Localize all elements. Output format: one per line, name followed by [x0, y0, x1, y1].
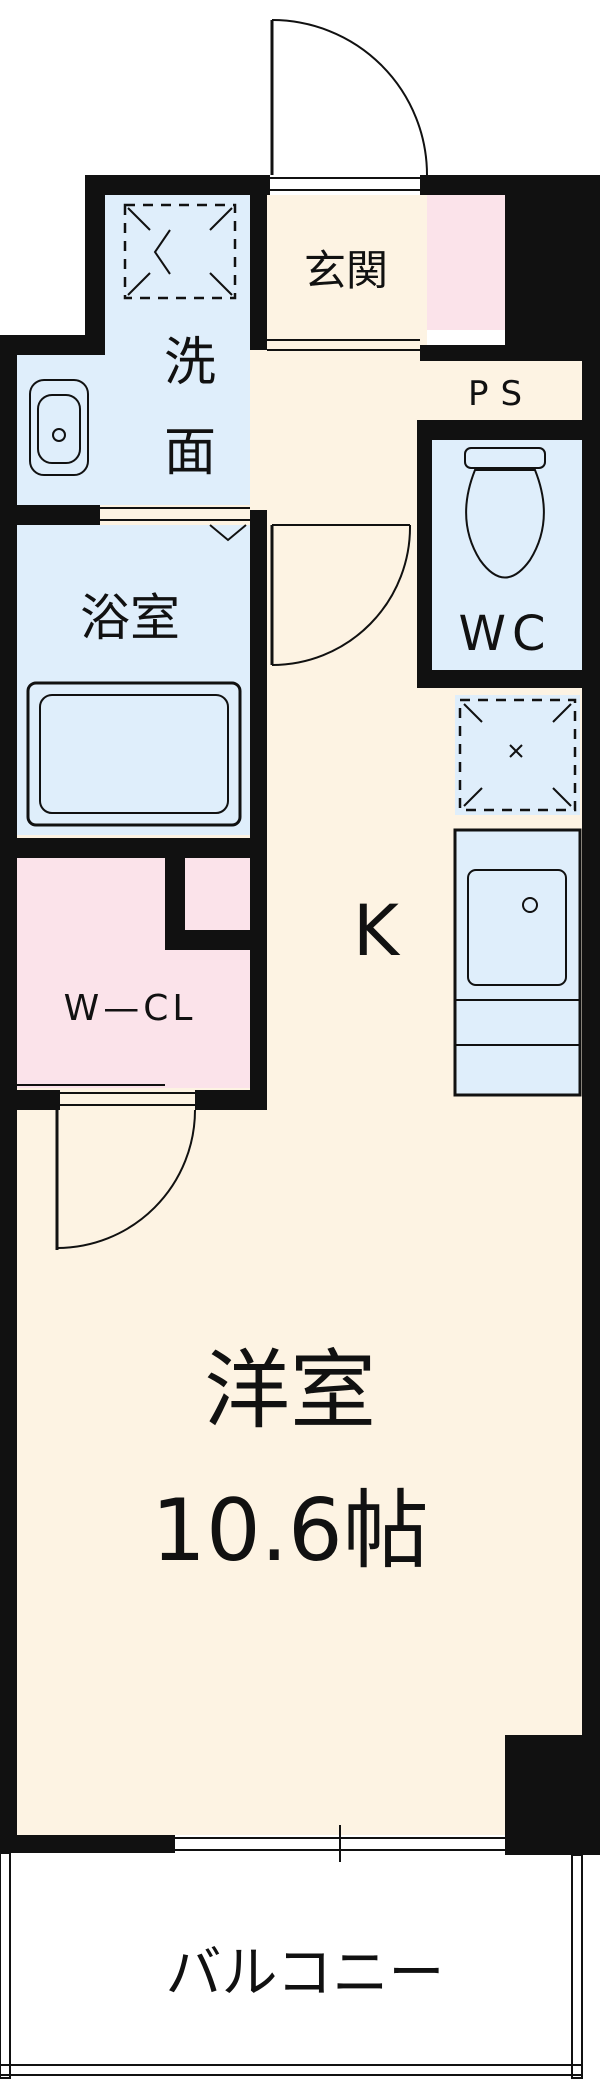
- entrance-pink-area: [427, 195, 507, 330]
- western-room-label: 洋室: [204, 1341, 376, 1441]
- western-room-size: 10.6帖: [151, 1481, 428, 1581]
- wash-basin: [29, 379, 89, 476]
- washroom-floor: [100, 195, 250, 355]
- washroom-door-frame: [100, 507, 250, 521]
- bath-label: 浴室: [80, 589, 180, 647]
- closet-door-frame: [60, 1092, 195, 1106]
- balcony: [0, 1852, 583, 2079]
- closet-floor: [17, 858, 250, 1088]
- closet-label: W—CL: [64, 988, 197, 1029]
- washing-machine-space: [123, 203, 237, 300]
- bath-floor: [17, 525, 250, 835]
- toilet-label: WC: [459, 606, 552, 662]
- balcony-sliding-door: [175, 1825, 505, 1862]
- bathtub: [26, 681, 242, 827]
- entrance-threshold: [267, 177, 420, 351]
- toilet-floor: [432, 440, 582, 670]
- washroom-label-line1: 洗: [164, 333, 216, 393]
- balcony-label: バルコニー: [166, 1941, 445, 2006]
- bath-door-notch: [209, 524, 247, 542]
- kitchen-counter: [453, 828, 582, 1097]
- kitchen-sink-area: [455, 830, 580, 1095]
- pipe-space-label: PS: [468, 374, 534, 414]
- washroom-label-line2: 面: [164, 423, 216, 483]
- closet-door-swing: [55, 1109, 196, 1250]
- toilet-door-swing: [270, 524, 412, 666]
- walls: [0, 175, 600, 1855]
- front-door-swing: [270, 19, 428, 176]
- entrance-label: 玄関: [304, 246, 388, 295]
- kitchen-label: K: [353, 890, 401, 972]
- entrance-floor: [267, 195, 427, 345]
- toilet-fixture: [464, 447, 546, 579]
- fridge-space-marker: [458, 698, 577, 812]
